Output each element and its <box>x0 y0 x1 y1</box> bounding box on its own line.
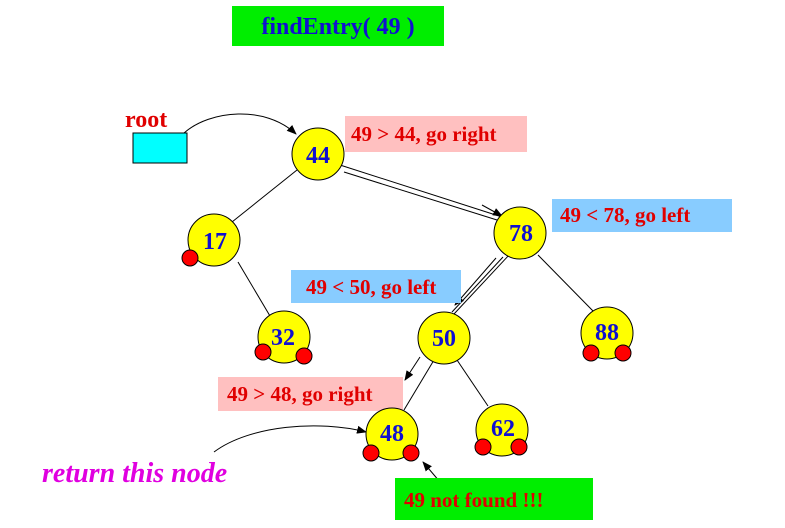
callout-44-text: 49 > 44, go right <box>351 122 497 146</box>
callout-48-text: 49 > 48, go right <box>227 382 373 406</box>
callout-44-bg <box>345 116 527 152</box>
notfound-box: 49 not found !!! <box>395 478 593 520</box>
node-32-label: 32 <box>271 325 295 351</box>
node-50-circle <box>417 311 471 365</box>
node-17-circle <box>187 213 241 267</box>
node-62: 62 <box>474 403 529 457</box>
node-17: 17 <box>181 213 241 267</box>
return-arrow <box>213 425 367 453</box>
node-50-label: 50 <box>432 326 456 352</box>
callout-78-bg <box>552 199 732 232</box>
callout-78-text: 49 < 78, go left <box>560 203 690 227</box>
arrow-to-78 <box>481 204 503 217</box>
edge-50-48 <box>403 359 435 411</box>
node-44-label: 44 <box>306 143 330 169</box>
arrow-to-48 <box>404 356 421 381</box>
notfound-text: 49 not found !!! <box>404 488 543 512</box>
arrows <box>183 113 503 483</box>
null-child-dot <box>614 344 632 362</box>
node-78: 78 <box>493 206 547 260</box>
node-17-label: 17 <box>203 229 227 255</box>
null-child-dot <box>362 444 380 462</box>
callout-48: 49 > 48, go right <box>218 377 403 411</box>
node-48: 48 <box>362 407 420 462</box>
title-text: findEntry( 49 ) <box>261 14 414 40</box>
callout-50: 49 < 50, go left <box>291 270 461 303</box>
null-child-dot <box>295 347 313 365</box>
tree-edges <box>231 169 595 411</box>
edge-50-62 <box>456 359 489 407</box>
root-box <box>132 132 188 164</box>
return-label: return this node <box>42 458 227 489</box>
null-child-dot <box>402 444 420 462</box>
null-child-dot <box>254 343 272 361</box>
callout-44: 49 > 44, go right <box>345 116 527 152</box>
node-78-label: 78 <box>509 221 533 247</box>
node-88: 88 <box>580 306 634 362</box>
edge-44-78-a <box>339 164 503 218</box>
edge-17-32 <box>237 261 271 317</box>
node-44: 44 <box>291 127 345 181</box>
root-arrow <box>183 113 297 135</box>
callout-78: 49 < 78, go left <box>552 199 732 232</box>
root-label: root <box>125 107 167 133</box>
node-48-label: 48 <box>380 421 404 447</box>
node-32: 32 <box>254 310 313 365</box>
root-pointer: root <box>125 107 188 164</box>
notfound-bg <box>395 478 593 520</box>
node-88-label: 88 <box>595 320 619 346</box>
node-78-circle <box>493 206 547 260</box>
node-62-label: 62 <box>491 416 515 442</box>
null-child-dot <box>181 249 199 267</box>
node-44-circle <box>291 127 345 181</box>
title-box: findEntry( 49 ) <box>232 6 444 46</box>
null-child-dot <box>474 438 492 456</box>
null-child-dot <box>510 438 528 456</box>
edge-44-17 <box>231 169 298 223</box>
null-child-dot <box>582 344 600 362</box>
callout-50-bg <box>291 270 461 303</box>
edge-78-50-a <box>453 253 511 315</box>
edge-44-78-b <box>343 171 498 221</box>
callout-48-bg <box>218 377 403 411</box>
node-50: 50 <box>417 311 471 365</box>
arrow-to-50 <box>454 257 497 306</box>
title-background <box>232 6 444 46</box>
edge-78-88 <box>537 254 595 313</box>
callout-50-text: 49 < 50, go left <box>306 275 436 299</box>
